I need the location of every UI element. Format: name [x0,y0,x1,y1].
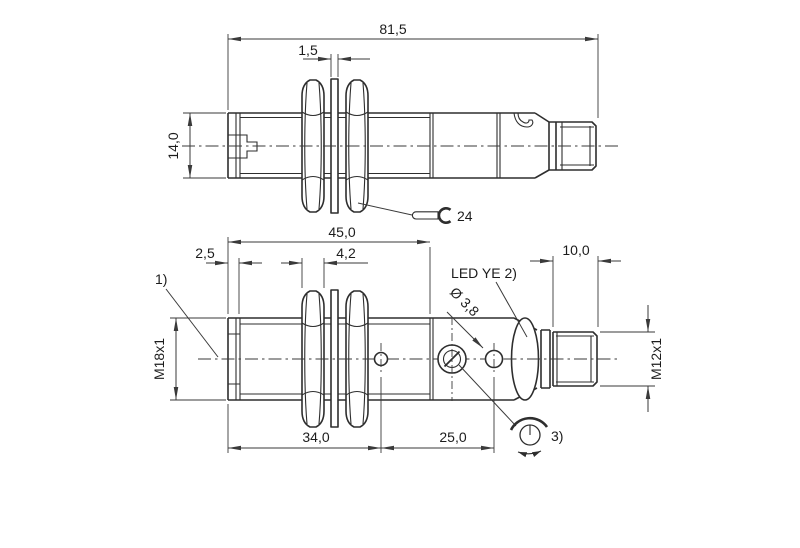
dim-thread-length: 45,0 [227,224,431,314]
wrench-handle [411,211,439,220]
dim-thread-size-ext-lines [170,317,226,401]
wrench-icon [411,207,452,224]
side-view: 81,5 1,5 14,0 24 [165,21,618,224]
note-3-label: 3) [551,428,563,444]
hex-nut-2-facets [345,82,369,210]
led-label: LED YE 2) [451,265,517,281]
dim-overall-ext-lines [227,34,599,118]
dim-nut-label: 4,2 [336,245,356,261]
dim-washer-thickness: 1,5 [298,42,370,77]
dim-tip-label: 2,5 [195,245,215,261]
dim-height-label: 14,0 [165,132,181,159]
dim-connector-ext-lines [552,256,599,327]
wrench-jaw [437,207,452,224]
note-1-leader [165,288,219,358]
dim-connector-length: 10,0 [530,242,621,327]
hex-nut-2-front-facets [345,293,369,425]
dim-thread-label: 45,0 [328,224,355,240]
wrench-size-callout: 24 [357,202,473,224]
dim-connector-thread-size: M12x1 [600,305,664,412]
hex-nut-1-facets [301,82,325,210]
note-1-label: 1) [155,271,167,287]
dim-height-ext-lines [183,112,226,179]
hole-crosshairs [380,317,495,401]
dim-tip-length: 2,5 [195,245,262,314]
potentiometer-leader [458,364,517,427]
dim-nut-thickness: 4,2 [281,245,368,288]
potentiometer-adjust-icon [509,416,549,458]
washer-front [330,289,339,428]
dim-body-height: 14,0 [165,112,226,179]
hex-nut-1-front-facets [301,293,325,425]
wrench-leader [357,202,413,216]
dim-washer-label: 1,5 [298,42,318,58]
led-leader [495,281,528,338]
potentiometer-slot [443,350,461,368]
note-1-callout: 1) [155,271,219,358]
side-view-body [227,112,597,179]
hex-nut-1-front [301,290,325,428]
side-body-outline [227,112,597,179]
led-window-hook [513,112,534,128]
hex-nut-1 [301,79,325,213]
wrench-size-label: 24 [457,208,473,224]
dim-overall-length: 81,5 [227,21,599,118]
dim-hole-offset: 34,0 [227,377,382,453]
dim-led-offset: 25,0 [381,377,495,453]
dim-connector-thread-label: M12x1 [648,338,664,380]
dim-thread-size-label: M18x1 [151,338,167,380]
dim-nut-ext-lines [301,258,325,288]
dim-connector-label: 10,0 [562,242,589,258]
led-diameter-leader [446,311,484,349]
dim-led-offset-label: 25,0 [439,429,466,445]
dim-hole-offset-label: 34,0 [302,429,329,445]
face-slot [228,134,258,159]
dim-thread-ext-lines [227,237,431,314]
dim-washer-ext-lines [330,54,339,77]
dim-hole-offset-ext-lines [227,377,382,453]
front-view-mounting-hardware [301,289,369,428]
potentiometer-callout: 3) [458,364,563,458]
side-body-details [235,113,594,178]
front-view-holes [373,317,504,401]
front-view: 45,0 2,5 4,2 10,0 M18x1 1) [151,224,664,458]
led-diameter-label: Ø 3,8 [447,284,483,320]
adjust-range-arrow-icon [517,450,542,458]
dim-overall-label: 81,5 [379,21,406,37]
dim-thread-size: M18x1 [151,317,226,401]
rotation-arc-icon [509,416,549,431]
led-callout: LED YE 2) [451,265,528,338]
